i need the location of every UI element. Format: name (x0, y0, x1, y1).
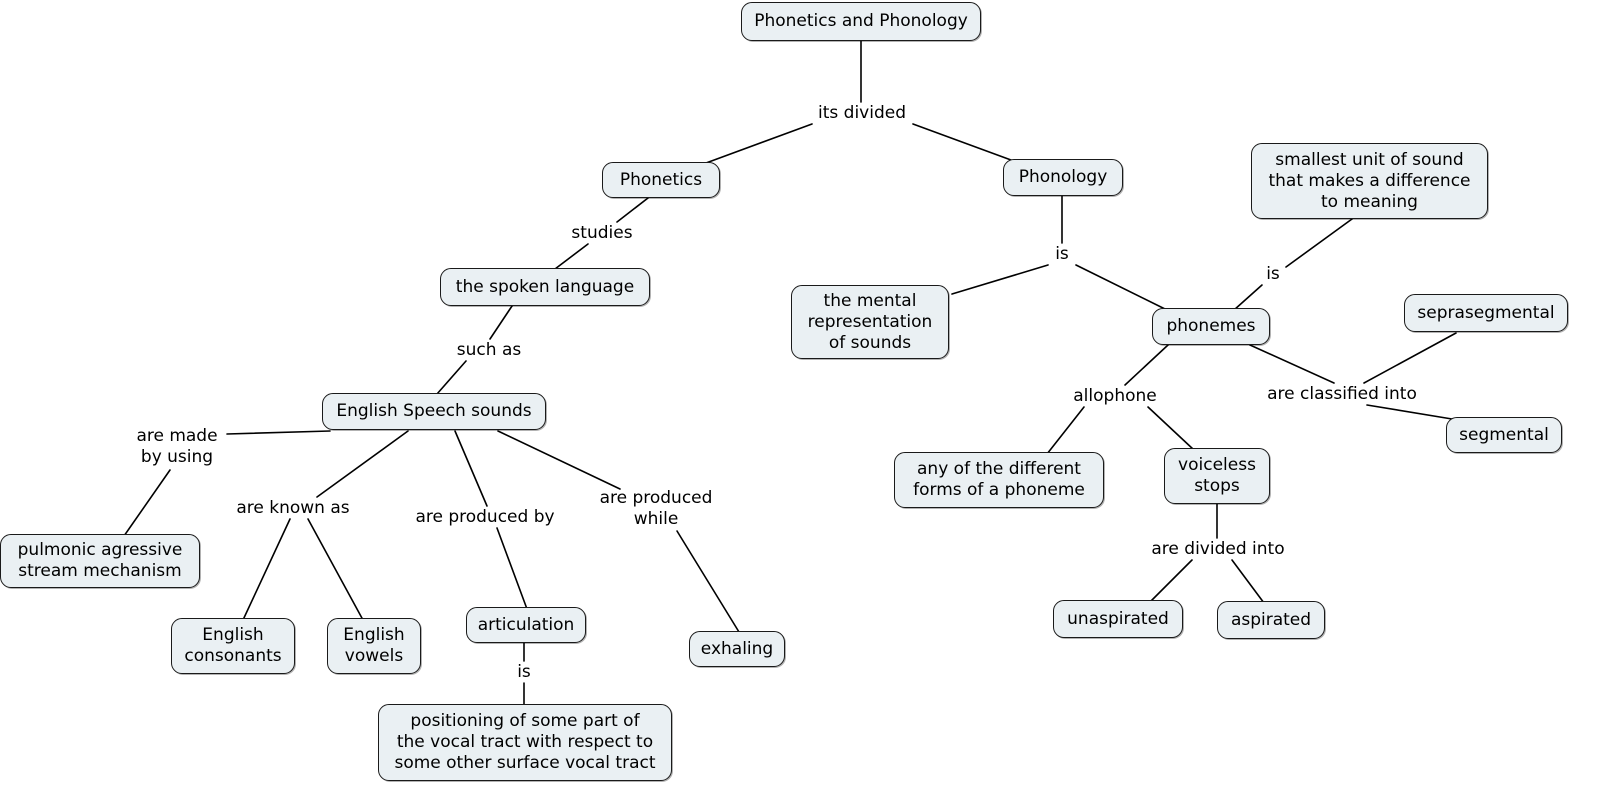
concept-node-phonemes[interactable]: phonemes (1152, 308, 1270, 345)
link-label-l_itsdivided[interactable]: its divided (818, 102, 906, 123)
concept-node-unaspirated[interactable]: unaspirated (1053, 600, 1183, 638)
edge-l_aredividedinto-to-unaspirated (1149, 559, 1193, 603)
edge-l_aremadeby-to-pulmonic (123, 469, 171, 537)
concept-node-aspirated[interactable]: aspirated (1217, 601, 1325, 639)
concept-node-spoken[interactable]: the spoken language (440, 268, 650, 306)
concept-node-consonants[interactable]: English consonants (171, 618, 295, 674)
concept-node-phonetics[interactable]: Phonetics (602, 162, 720, 198)
link-label-l_suchas[interactable]: such as (456, 339, 522, 360)
link-label-l_areproducedwhile[interactable]: are produced while (599, 488, 713, 529)
link-label-l_areproducedby[interactable]: are produced by (415, 506, 555, 527)
concept-node-anyforms[interactable]: any of the different forms of a phoneme (894, 452, 1104, 508)
edge-l_studies-to-spoken (554, 243, 589, 270)
concept-node-articulation[interactable]: articulation (466, 607, 586, 643)
edge-l_aredividedinto-to-aspirated (1231, 559, 1265, 604)
concept-node-segmental[interactable]: segmental (1446, 417, 1562, 453)
edge-l_itsdivided-to-phonology (912, 123, 1012, 161)
edge-l_areclassified-to-seprasegmental (1363, 332, 1457, 384)
edge-l_areproducedby-to-articulation (496, 527, 528, 610)
link-label-l_is_phonology[interactable]: is (1055, 243, 1069, 264)
edge-speechsounds-to-l_areknownas (316, 430, 409, 498)
edge-phonemes-to-l_areclassified (1249, 344, 1335, 384)
edge-spoken-to-l_suchas (489, 305, 513, 340)
edge-l_itsdivided-to-phonetics (705, 123, 813, 164)
edge-l_areproducedwhile-to-exhaling (676, 530, 740, 633)
edge-smallest-to-l_is_phonemes (1285, 218, 1353, 268)
edge-phonetics-to-l_studies (616, 197, 649, 223)
edge-l_allophone-to-anyforms (1046, 406, 1085, 455)
link-label-l_aremadeby[interactable]: are made by using (136, 426, 218, 467)
edge-speechsounds-to-l_areproducedwhile (497, 430, 621, 490)
concept-node-exhaling[interactable]: exhaling (689, 631, 785, 667)
link-label-l_areknownas[interactable]: are known as (236, 497, 350, 518)
edge-l_is_phonology-to-mental (951, 264, 1049, 295)
edge-phonemes-to-l_allophone (1124, 344, 1169, 386)
link-label-l_areclassified[interactable]: are classified into (1267, 383, 1417, 404)
concept-node-smallest[interactable]: smallest unit of sound that makes a diff… (1251, 143, 1488, 219)
edge-l_areclassified-to-segmental (1366, 404, 1453, 420)
edge-l_allophone-to-voiceless (1147, 406, 1195, 451)
concept-node-voiceless[interactable]: voiceless stops (1164, 448, 1270, 504)
edge-speechsounds-to-l_aremadeby (226, 430, 331, 435)
concept-node-positioning[interactable]: positioning of some part of the vocal tr… (378, 704, 672, 781)
edge-l_is_phonemes-to-phonemes (1233, 284, 1263, 311)
concept-node-seprasegmental[interactable]: seprasegmental (1404, 294, 1568, 332)
edge-l_is_phonology-to-phonemes (1075, 264, 1166, 310)
link-label-l_is_artic[interactable]: is (517, 661, 531, 682)
concept-node-root[interactable]: Phonetics and Phonology (741, 2, 981, 41)
link-label-l_is_phonemes[interactable]: is (1266, 263, 1280, 284)
edge-l_areknownas-to-consonants (242, 518, 291, 621)
concept-node-mental[interactable]: the mental representation of sounds (791, 285, 949, 359)
link-label-l_studies[interactable]: studies (571, 222, 633, 243)
concept-node-speechsounds[interactable]: English Speech sounds (322, 393, 546, 430)
edge-speechsounds-to-l_areproducedby (454, 430, 488, 507)
concept-node-pulmonic[interactable]: pulmonic agressive stream mechanism (0, 534, 200, 588)
concept-node-phonology[interactable]: Phonology (1003, 159, 1123, 196)
edge-l_suchas-to-speechsounds (436, 360, 467, 395)
link-label-l_allophone[interactable]: allophone (1073, 385, 1157, 406)
concept-node-vowels[interactable]: English vowels (327, 618, 421, 674)
link-label-l_aredividedinto[interactable]: are divided into (1151, 538, 1285, 559)
edge-l_areknownas-to-vowels (307, 518, 364, 621)
